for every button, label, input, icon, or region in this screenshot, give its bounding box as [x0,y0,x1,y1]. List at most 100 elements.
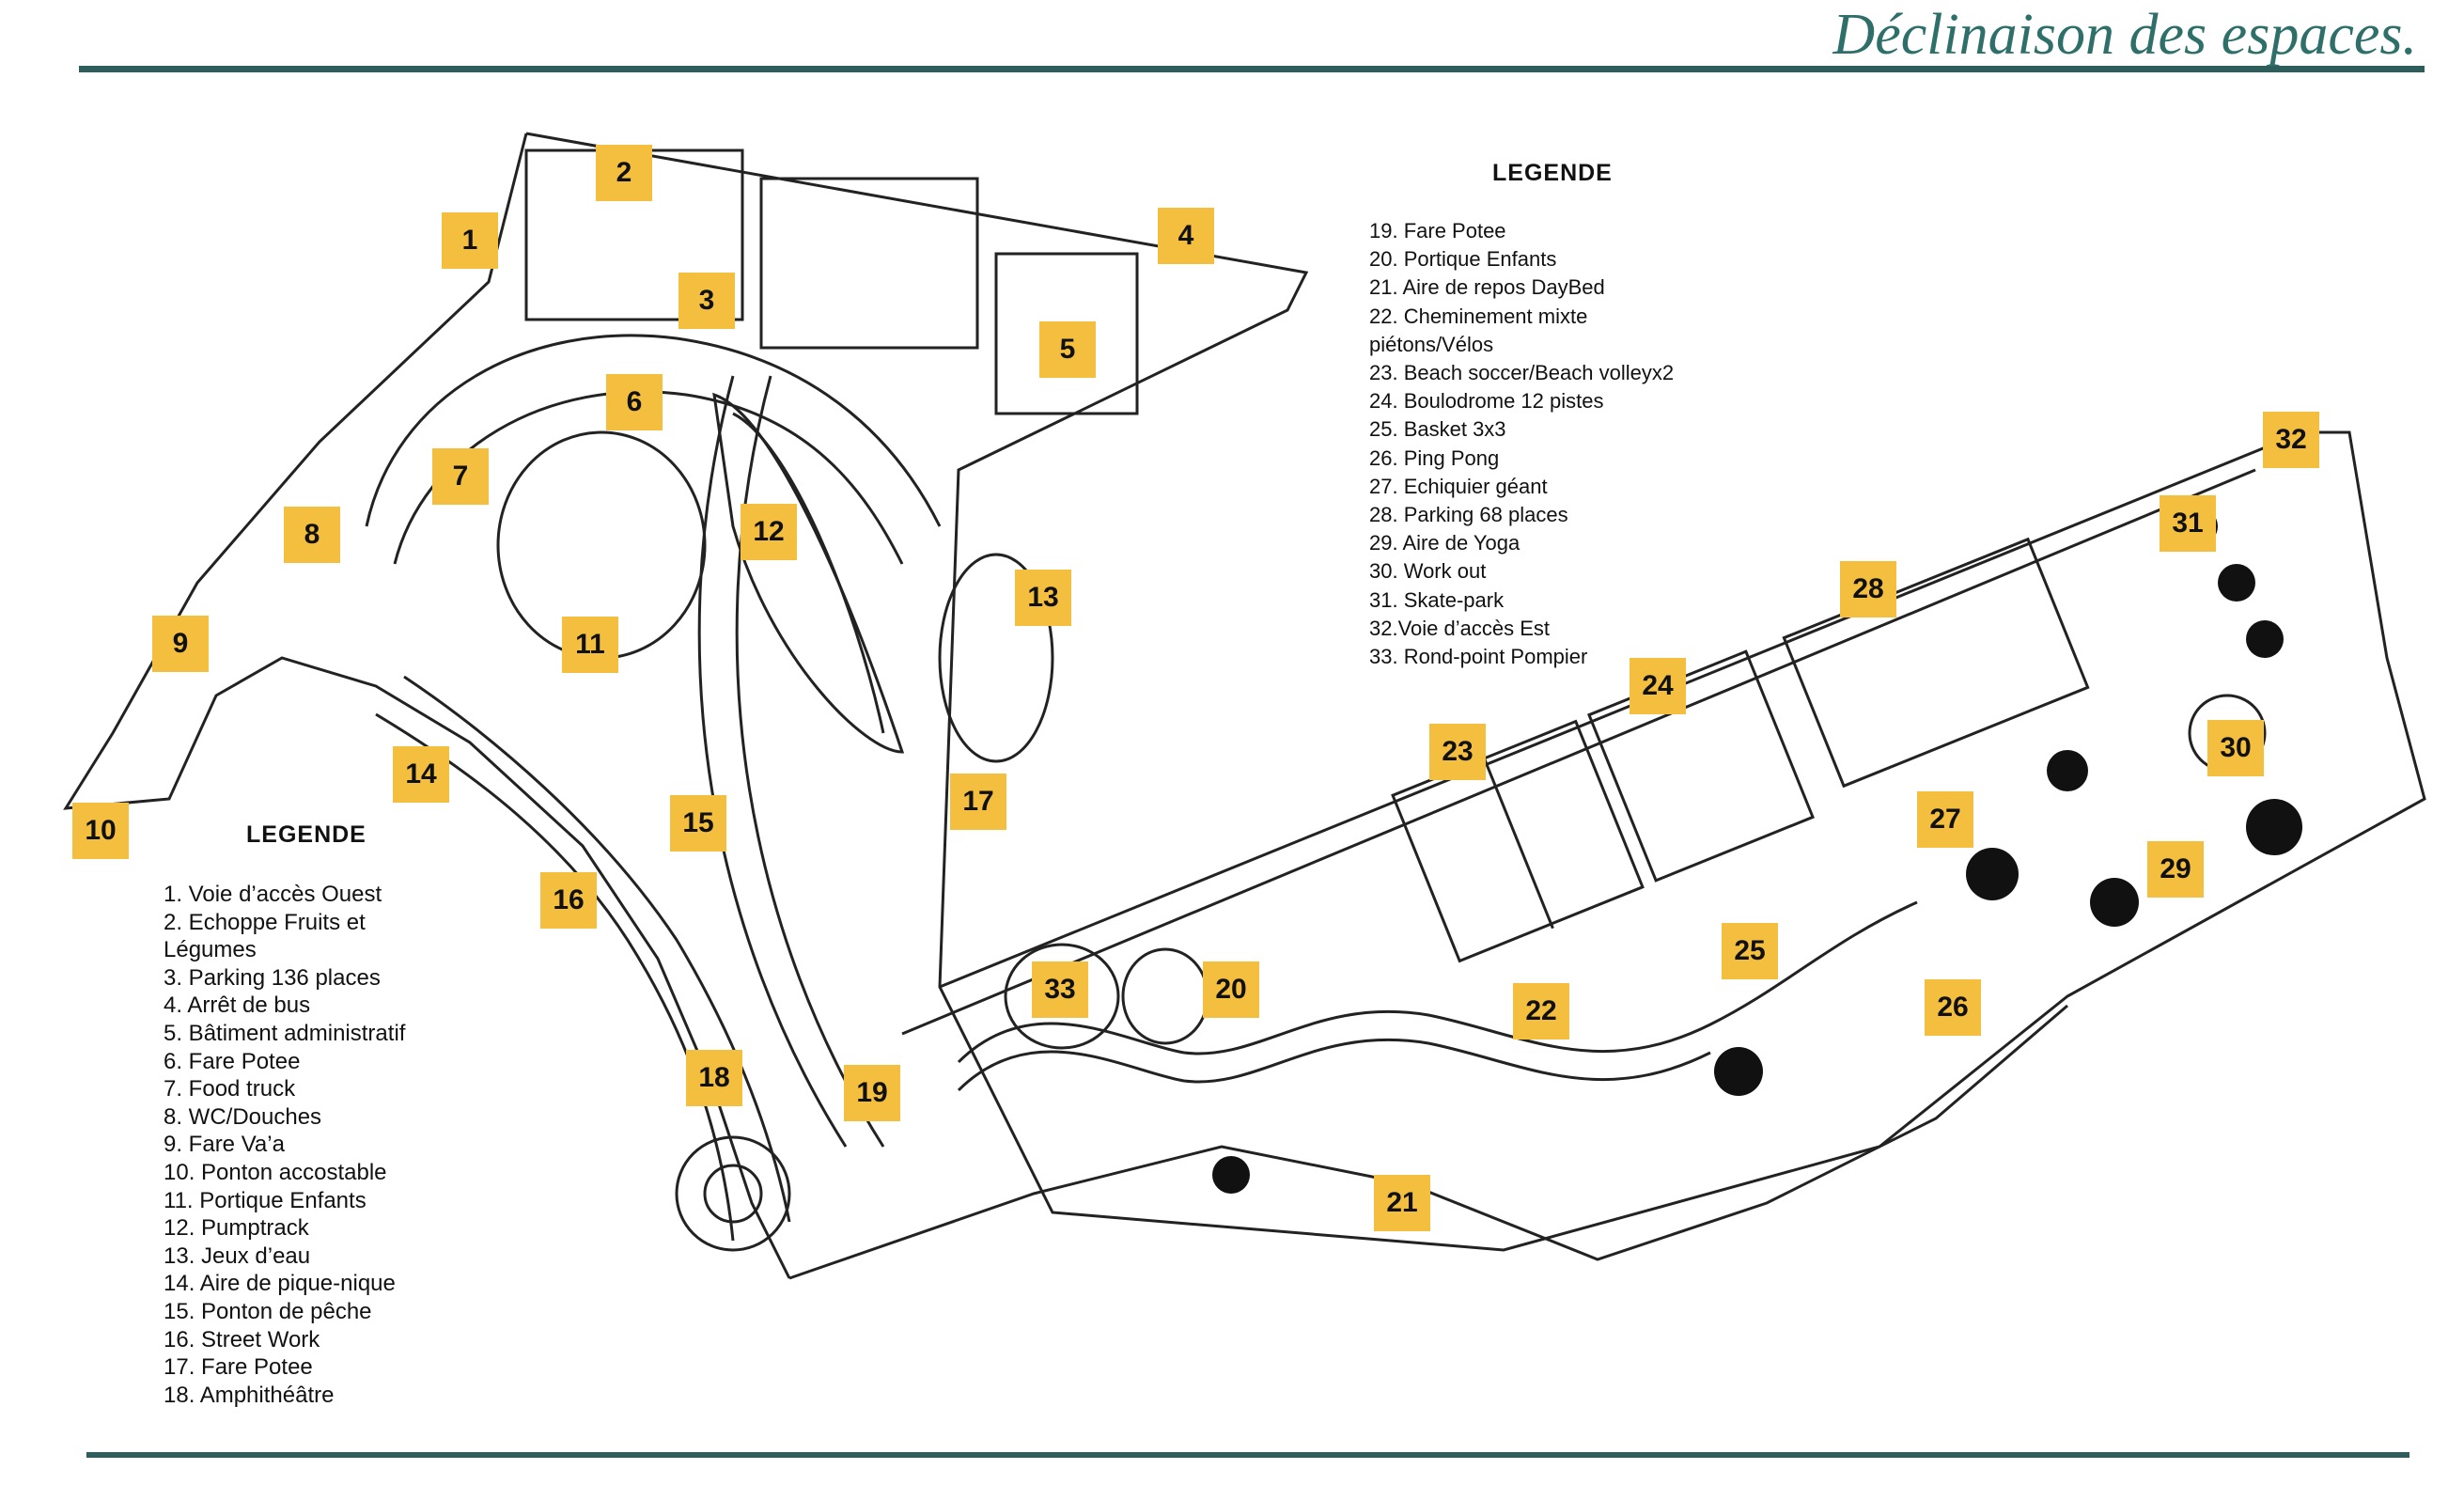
central-promenade [697,375,848,1148]
legend-left-item: 7. Food truck [164,1076,296,1102]
legend-left-item: 16. Street Work [164,1326,320,1352]
legend-right-item: 26. Ping Pong [1369,446,1500,470]
lens-13 [938,553,1054,763]
legend-right-item: 33. Rond-point Pompier [1369,645,1588,669]
legend-right-item: 22. Cheminement mixte [1369,304,1588,328]
legend-right-item: 21. Aire de repos DayBed [1369,275,1605,300]
marker-8: 8 [284,507,340,563]
tree [2047,750,2088,791]
roundabout-33 [1004,943,1120,1050]
path-lens-12-inner [732,412,885,734]
marker-16: 16 [540,872,597,929]
marker-22: 22 [1513,983,1569,1040]
tree [1714,1047,1763,1096]
marker-7: 7 [432,448,489,505]
marker-32: 32 [2263,412,2319,468]
legend-left-item: 18. Amphithéâtre [164,1382,335,1408]
legend-left-item: 17. Fare Potee [164,1354,313,1381]
boulodrome [1587,649,1815,883]
marker-21: 21 [1374,1175,1430,1231]
legend-right-item: 27. Echiquier géant [1369,474,1548,498]
path-east-1 [901,468,2256,1036]
legend-left-item: 4. Arrêt de bus [164,993,311,1019]
shoreline-south [788,1004,2068,1280]
legend-right-item: 31. Skate-park [1369,587,1505,612]
marker-25: 25 [1722,923,1778,979]
roundabout-20 [1121,947,1209,1045]
path-sweep-2 [375,712,735,1242]
legend-left-item: 13. Jeux d’eau [164,1243,311,1269]
legend-right-item: 29. Aire de Yoga [1369,531,1521,555]
legend-left-item: 8. WC/Douches [164,1103,322,1130]
legend-right-item: 23. Beach soccer/Beach volleyx2 [1369,361,1675,385]
marker-19: 19 [844,1065,900,1121]
legend-right-item: piétons/Vélos [1369,332,1494,356]
legend-left-item: 14. Aire de pique-nique [164,1271,396,1297]
marker-6: 6 [606,374,663,430]
legend-right-item: 25. Basket 3x3 [1369,417,1506,442]
path-east-sinuous-2 [957,1038,1711,1092]
marker-3: 3 [678,273,735,329]
marker-9: 9 [152,616,209,672]
legend-left-item: 1. Voie d’accès Ouest [164,882,382,907]
tree [2218,564,2255,602]
legend-left-item: 15. Ponton de pêche [164,1298,372,1324]
central-promenade-2 [735,375,885,1148]
legend-left-title: LEGENDE [246,821,366,848]
marker-14: 14 [393,746,449,803]
legend-left-item: 10. Ponton accostable [164,1159,387,1185]
legend-left-item: 3. Parking 136 places [164,964,381,991]
boundary-east [939,430,2303,989]
marker-31: 31 [2160,495,2216,552]
marker-2: 2 [596,145,652,201]
marker-28: 28 [1840,561,1896,617]
legend-left-item: 9. Fare Va’a [164,1132,285,1158]
marker-27: 27 [1917,791,1973,848]
legend-right-title: LEGENDE [1492,160,1613,186]
amphitheatre [675,1135,791,1252]
tree [2090,878,2139,927]
marker-4: 4 [1158,208,1214,264]
marker-10: 10 [72,803,129,859]
legend-right-item: 20. Portique Enfants [1369,247,1557,272]
marker-15: 15 [670,795,726,852]
legend-left-item: 11. Portique Enfants [164,1187,366,1213]
tree [2246,799,2302,855]
legend-right-item: 30. Work out [1369,559,1487,584]
tree [2246,620,2284,658]
path-sweep [403,675,791,1223]
marker-24: 24 [1630,658,1686,714]
bottom-divider [86,1452,2409,1458]
marker-18: 18 [686,1050,742,1106]
legend-right-item: 32.Voie d’accès Est [1369,616,1551,640]
site-boundary-west [525,132,2426,1252]
marker-29: 29 [2147,841,2204,898]
marker-12: 12 [741,504,797,560]
tree [1966,848,2019,900]
path-east-sinuous [957,900,1918,1064]
marker-20: 20 [1203,961,1259,1018]
parking-east [1782,537,2090,789]
legend-left-item: 12. Pumptrack [164,1215,309,1242]
legend-left-item: 2. Echoppe Fruits et [164,909,366,935]
tree [1212,1156,1250,1194]
legend-left-item: 5. Bâtiment administratif [164,1020,406,1046]
marker-5: 5 [1039,321,1096,378]
marker-30: 30 [2207,720,2264,776]
page-title: Déclinaison des espaces. [1832,3,2417,67]
marker-23: 23 [1429,724,1486,780]
marker-17: 17 [950,774,1006,830]
path-curve-1 [365,334,942,527]
legend-left-item: Légumes [164,937,257,963]
marker-33: 33 [1032,961,1088,1018]
amphitheatre-inner [703,1164,763,1224]
building-5 [994,252,1139,415]
parking-north-b [759,177,979,350]
shoreline-west [63,133,791,1279]
marker-13: 13 [1015,570,1071,626]
top-divider [79,66,2425,72]
legend-right-item: 28. Parking 68 places [1369,503,1568,527]
legend-left-item: 6. Fare Potee [164,1048,301,1074]
